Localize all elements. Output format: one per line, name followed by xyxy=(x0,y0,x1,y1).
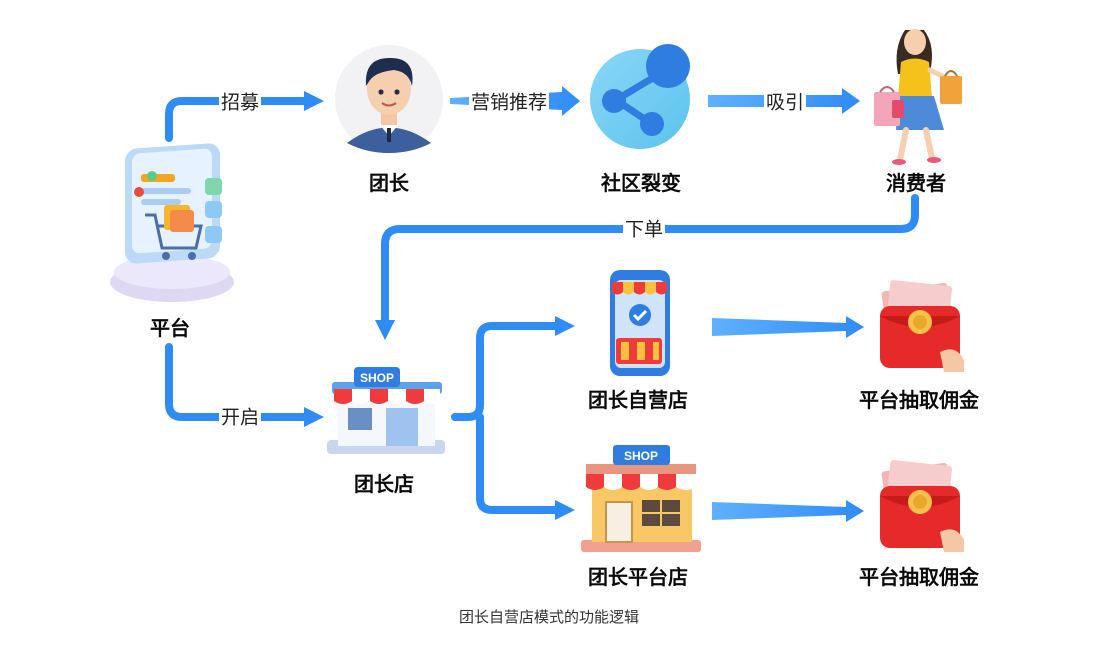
commission-arrow-top xyxy=(712,316,864,338)
branch-arrowhead-top xyxy=(555,316,575,336)
shopping-woman-icon xyxy=(874,29,962,165)
edge-label-promote: 营销推荐 xyxy=(468,87,550,115)
edge-label-open: 开启 xyxy=(218,402,262,430)
recruit-arrowhead xyxy=(304,91,324,111)
node-label-leader: 团长 xyxy=(369,171,409,195)
node-label-leader-store: 团长店 xyxy=(354,472,414,496)
shop-sign-text: SHOP xyxy=(360,371,394,385)
red-envelope-icon xyxy=(880,280,964,372)
storefront-icon xyxy=(581,445,701,552)
node-label-platform: 平台 xyxy=(150,316,190,340)
node-label-self-store: 团长自营店 xyxy=(588,388,688,412)
node-label-social: 社区裂变 xyxy=(601,171,681,195)
edge-label-order: 下单 xyxy=(622,214,666,242)
shop-building-icon xyxy=(327,367,445,454)
node-label-platform-store: 团长平台店 xyxy=(588,565,688,589)
platform-phone-cart-icon xyxy=(110,143,234,302)
open-connector xyxy=(165,343,310,421)
branch-connector xyxy=(451,322,560,514)
leader-avatar-icon xyxy=(335,45,443,153)
red-envelope-icon xyxy=(880,460,964,552)
mobile-store-icon xyxy=(610,270,670,376)
edge-label-recruit: 招募 xyxy=(218,87,262,115)
storefront-sign-text: SHOP xyxy=(624,449,658,463)
node-label-consumer: 消费者 xyxy=(886,171,946,195)
figure-caption: 团长自营店模式的功能逻辑 xyxy=(458,608,640,626)
node-label-commission-bottom: 平台抽取佣金 xyxy=(859,565,979,589)
order-arrowhead xyxy=(375,320,395,340)
edge-label-attract: 吸引 xyxy=(763,87,807,115)
share-network-icon xyxy=(590,44,690,149)
commission-arrow-bottom xyxy=(712,500,864,522)
branch-arrowhead-bottom xyxy=(555,500,575,520)
recruit-connector xyxy=(165,97,310,142)
node-label-commission-top: 平台抽取佣金 xyxy=(859,388,979,412)
open-arrowhead xyxy=(304,407,324,427)
